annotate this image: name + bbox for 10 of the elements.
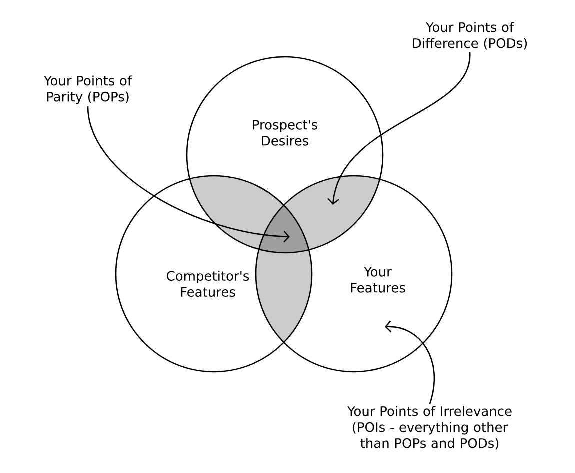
leader-arrow xyxy=(328,52,471,205)
overlap-region xyxy=(256,250,312,342)
overlap-region xyxy=(284,176,380,250)
leader-arrow xyxy=(87,106,290,243)
overlap-region xyxy=(190,176,284,249)
callout-text: Your Points of Irrelevance (POIs - everything other than POPs and PODs) xyxy=(347,406,512,450)
callout-text: Your Points of Difference (PODs) xyxy=(413,22,528,50)
callout-text: Your Points of Parity (POPs) xyxy=(44,76,132,104)
overlap-region xyxy=(259,206,309,253)
leader-arrow xyxy=(385,320,435,404)
